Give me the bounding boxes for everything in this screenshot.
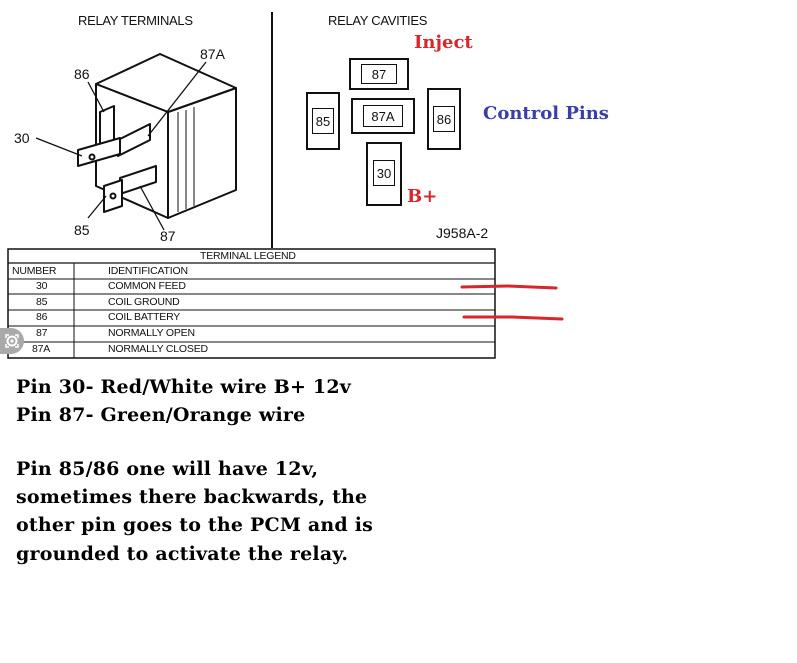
legend-row-number: 30 <box>36 280 48 292</box>
legend-row-identification: COIL GROUND <box>108 296 180 308</box>
note-line-1: Pin 30- Red/White wire B+ 12v <box>16 376 351 398</box>
annotation-control-pins: Control Pins <box>483 103 609 124</box>
cavity-30: 30 <box>366 142 402 206</box>
relay-terminals-title: RELAY TERMINALS <box>78 13 193 28</box>
note-line-4: sometimes there backwards, the <box>16 486 368 508</box>
cavity-87a-label: 87A <box>363 105 403 127</box>
cavity-85-label: 85 <box>312 108 334 134</box>
cavity-87: 87 <box>349 58 409 90</box>
annotation-inject: Inject <box>414 32 473 53</box>
lens-glyph-icon <box>5 334 19 348</box>
legend-row-identification: NORMALLY CLOSED <box>108 343 208 355</box>
lens-search-icon[interactable] <box>0 328 24 354</box>
note-line-6: grounded to activate the relay. <box>16 543 349 565</box>
cavity-87a: 87A <box>351 98 415 134</box>
legend-row-identification: COIL BATTERY <box>108 311 181 323</box>
terminal-label-86: 86 <box>74 66 90 82</box>
annotation-b-plus: B+ <box>407 186 438 207</box>
terminal-label-30: 30 <box>14 130 30 146</box>
cavity-85: 85 <box>306 92 340 150</box>
legend-row-number: 87 <box>36 327 48 339</box>
terminal-label-85: 85 <box>74 222 90 238</box>
terminal-label-87: 87 <box>160 228 176 244</box>
cavity-86: 86 <box>427 88 461 150</box>
cavity-86-label: 86 <box>433 106 455 132</box>
terminal-legend-table <box>7 248 564 359</box>
note-line-5: other pin goes to the PCM and is <box>16 514 374 536</box>
legend-title: TERMINAL LEGEND <box>200 250 296 262</box>
terminal-label-87a: 87A <box>200 46 225 62</box>
relay-terminal-drawing <box>35 53 237 231</box>
cavity-87-label: 87 <box>361 64 397 84</box>
legend-row-number: 85 <box>36 296 48 308</box>
legend-header-identification: IDENTIFICATION <box>108 265 188 277</box>
section-divider <box>271 12 273 248</box>
legend-row-number: 86 <box>36 311 48 323</box>
figure-code: J958A-2 <box>436 225 489 241</box>
legend-row-identification: NORMALLY OPEN <box>108 327 195 339</box>
note-line-3: Pin 85/86 one will have 12v, <box>16 458 319 480</box>
legend-header-number: NUMBER <box>12 265 57 277</box>
relay-cavities-title: RELAY CAVITIES <box>328 13 428 28</box>
note-line-2: Pin 87- Green/Orange wire <box>16 404 306 426</box>
cavity-30-label: 30 <box>373 160 395 186</box>
legend-row-number: 87A <box>32 343 51 355</box>
legend-row-identification: COMMON FEED <box>108 280 186 292</box>
